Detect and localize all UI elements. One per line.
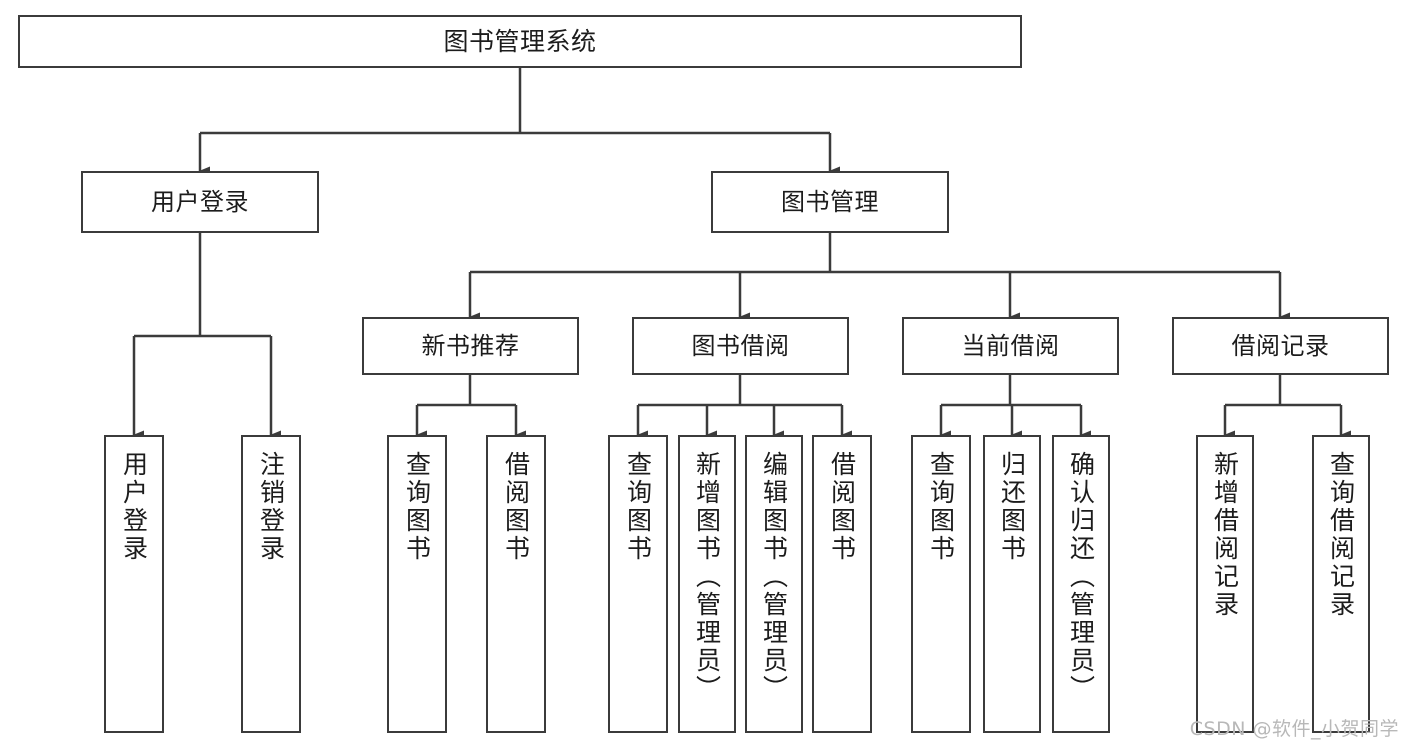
node-label: 用户登录 bbox=[119, 451, 149, 563]
node-label: 编辑图书（管理员） bbox=[759, 451, 789, 703]
node-label: 注销登录 bbox=[256, 451, 286, 563]
node-label: 归还图书 bbox=[997, 451, 1027, 563]
node-leaf-add-borrow-record[interactable]: 新增借阅记录 bbox=[1196, 435, 1254, 733]
node-label: 图书管理系统 bbox=[443, 26, 597, 56]
node-leaf-edit-book[interactable]: 编辑图书（管理员） bbox=[745, 435, 803, 733]
node-label: 借阅图书 bbox=[501, 451, 531, 563]
node-label: 当前借阅 bbox=[961, 331, 1060, 360]
node-leaf-query-borrow-record[interactable]: 查询借阅记录 bbox=[1312, 435, 1370, 733]
node-leaf-add-book[interactable]: 新增图书（管理员） bbox=[678, 435, 736, 733]
node-leaf-user-logout[interactable]: 注销登录 bbox=[241, 435, 301, 733]
node-leaf-user-login[interactable]: 用户登录 bbox=[104, 435, 164, 733]
node-leaf-return-book[interactable]: 归还图书 bbox=[983, 435, 1041, 733]
node-label: 查询图书 bbox=[623, 451, 653, 563]
node-book-manage[interactable]: 图书管理 bbox=[711, 171, 949, 233]
node-label: 查询图书 bbox=[926, 451, 956, 563]
node-label: 用户登录 bbox=[151, 187, 249, 216]
node-label: 图书借阅 bbox=[691, 331, 790, 360]
node-root[interactable]: 图书管理系统 bbox=[18, 15, 1022, 68]
node-leaf-query-book-rec[interactable]: 查询图书 bbox=[387, 435, 447, 733]
node-label: 借阅图书 bbox=[827, 451, 857, 563]
node-leaf-query-book-borrow[interactable]: 查询图书 bbox=[608, 435, 668, 733]
node-label: 借阅记录 bbox=[1231, 331, 1330, 360]
node-user-login[interactable]: 用户登录 bbox=[81, 171, 319, 233]
node-label: 图书管理 bbox=[781, 187, 879, 216]
node-label: 查询图书 bbox=[402, 451, 432, 563]
node-leaf-confirm-return[interactable]: 确认归还（管理员） bbox=[1052, 435, 1110, 733]
node-new-book-recommend[interactable]: 新书推荐 bbox=[362, 317, 579, 375]
node-label: 确认归还（管理员） bbox=[1066, 451, 1096, 703]
node-current-borrow[interactable]: 当前借阅 bbox=[902, 317, 1119, 375]
edge-paths bbox=[132, 68, 1351, 440]
node-label: 查询借阅记录 bbox=[1326, 451, 1356, 619]
watermark: CSDN @软件_小贺同学 bbox=[1189, 718, 1399, 740]
node-leaf-borrow-book-rec[interactable]: 借阅图书 bbox=[486, 435, 546, 733]
node-label: 新增借阅记录 bbox=[1210, 451, 1240, 619]
node-leaf-query-book-cur[interactable]: 查询图书 bbox=[911, 435, 971, 733]
node-leaf-borrow-book[interactable]: 借阅图书 bbox=[812, 435, 872, 733]
node-borrow-record[interactable]: 借阅记录 bbox=[1172, 317, 1389, 375]
node-label: 新书推荐 bbox=[421, 331, 520, 360]
node-label: 新增图书（管理员） bbox=[692, 451, 722, 703]
node-book-borrow[interactable]: 图书借阅 bbox=[632, 317, 849, 375]
